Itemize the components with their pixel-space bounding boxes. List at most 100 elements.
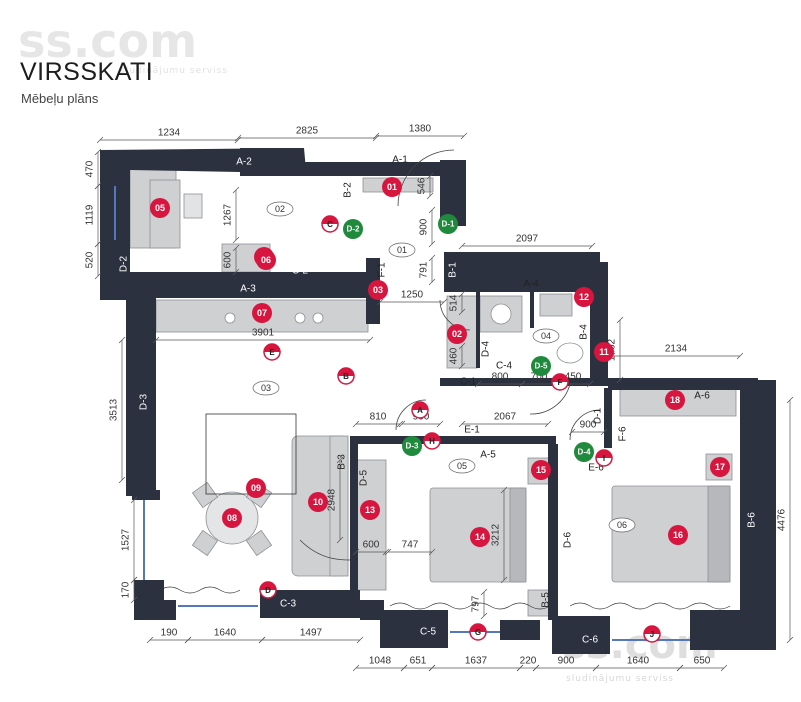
dimension-tick (130, 576, 138, 584)
wall-label-d-4: D-4 (481, 341, 492, 358)
view-marker-half (264, 344, 280, 352)
furniture-marker-label: 06 (261, 255, 271, 265)
dimension-tick (458, 242, 466, 250)
dimension-tick (352, 548, 360, 556)
dimension-label: 3513 (109, 398, 120, 421)
chair-c (191, 529, 219, 557)
wall-label-b-3: B-3 (337, 454, 348, 470)
furniture-marker-label: 14 (475, 532, 485, 542)
sofa-10-back (329, 435, 349, 577)
dimension-tick (460, 132, 468, 140)
door-marker-label: D-5 (535, 362, 548, 371)
dimension-tick (184, 636, 192, 644)
dimension-tick (152, 336, 160, 344)
dimension-tick (426, 172, 434, 180)
dimension-label: 1640 (627, 656, 650, 667)
furniture-marker-01 (382, 177, 402, 197)
wall-label-c-5: C-5 (420, 627, 437, 638)
furniture-marker-02 (447, 324, 467, 344)
dimension-tick (352, 420, 360, 428)
dimension-tick (440, 298, 448, 306)
dimension-label: 2097 (516, 234, 539, 245)
dimension-tick (532, 664, 540, 672)
dimension-tick (118, 336, 126, 344)
room-label-04: 04 (541, 331, 551, 341)
curtain-lines (159, 586, 731, 610)
furniture-marker-13 (360, 500, 380, 520)
wall-label-b-6: B-6 (747, 512, 758, 528)
door-marker-d-1 (438, 214, 458, 234)
dimension-tick (232, 268, 240, 276)
furniture-marker-label: 12 (579, 292, 589, 302)
wall-label-c-2: C-2 (292, 266, 309, 277)
dimension-label: 2825 (296, 126, 319, 137)
dimension-tick (396, 420, 404, 428)
dimension-label: 2948 (327, 488, 338, 511)
dimension-label: 791 (419, 261, 430, 278)
dimension-label: 900 (558, 656, 575, 667)
dimension-tick (458, 290, 466, 298)
wardrobe-13 (355, 459, 387, 591)
dimension-label: 4476 (777, 508, 788, 531)
dimension-tick (400, 664, 408, 672)
furniture-marker-label: 05 (155, 203, 165, 213)
furniture-marker-label: 15 (536, 465, 546, 475)
wall-label-d-6: D-6 (563, 532, 574, 549)
view-marker-half (644, 626, 660, 634)
furniture-marker-label: 16 (673, 530, 683, 540)
dimension-label: 810 (370, 412, 387, 423)
bed-14-pillow (509, 487, 527, 583)
room-badge-05 (448, 458, 476, 474)
dimension-tick (426, 192, 434, 200)
door-marker-d-5 (531, 356, 551, 376)
furniture-marker-label: 08 (227, 513, 237, 523)
view-marker-half (470, 624, 486, 632)
furniture-marker-08 (222, 508, 242, 528)
dimension-tick (382, 548, 390, 556)
dimension-tick (786, 636, 794, 644)
dimension-tick (130, 496, 138, 504)
view-marker-half (412, 402, 428, 410)
view-marker-label: J (650, 630, 654, 639)
wall-label-a-6: A-6 (694, 391, 710, 402)
wall-label-d-5: D-5 (359, 470, 370, 487)
walls-layer (100, 148, 776, 654)
dimension-tick (786, 396, 794, 404)
dimension-label: 1380 (409, 124, 432, 135)
dimension-tick (376, 298, 384, 306)
furniture-marker-09 (246, 478, 266, 498)
room-badge-04 (532, 328, 560, 344)
dimension-tick (428, 240, 436, 248)
wall-label-f-1: F-1 (377, 262, 388, 277)
wall-label-d-3: D-3 (139, 394, 150, 411)
furniture-marker-16 (668, 525, 688, 545)
furniture-marker-label: 11 (599, 347, 609, 357)
dimension-tick (398, 420, 406, 428)
dimension-tick (258, 636, 266, 644)
view-marker-half (424, 433, 440, 441)
furniture-marker-06 (256, 250, 276, 270)
furniture-marker-label: 13 (365, 505, 375, 515)
dimension-tick (518, 380, 526, 388)
wall-label-d-2: D-2 (119, 256, 130, 273)
stove-07b (312, 312, 324, 324)
dimension-label: 600 (223, 251, 234, 268)
dimension-tick (96, 136, 104, 144)
room-label-06: 06 (617, 520, 627, 530)
dimension-label: 1497 (300, 628, 323, 639)
dimension-tick (458, 308, 466, 316)
furniture-marker-15 (531, 460, 551, 480)
watermark-top-sub: sludinājumu serviss (120, 66, 228, 76)
furniture-marker-label: 07 (257, 308, 267, 318)
dimension-tick (428, 664, 436, 672)
dimension-label: 797 (471, 595, 482, 612)
dimension-label: 460 (449, 347, 460, 364)
dimension-tick (500, 576, 508, 584)
wall-label-a-2: A-2 (236, 157, 252, 168)
view-marker-half (596, 450, 612, 458)
dimension-label: 651 (410, 656, 427, 667)
marker-layer: 010203040506070809101112131415161718D-1D… (150, 177, 730, 643)
dimension-tick (458, 342, 466, 350)
